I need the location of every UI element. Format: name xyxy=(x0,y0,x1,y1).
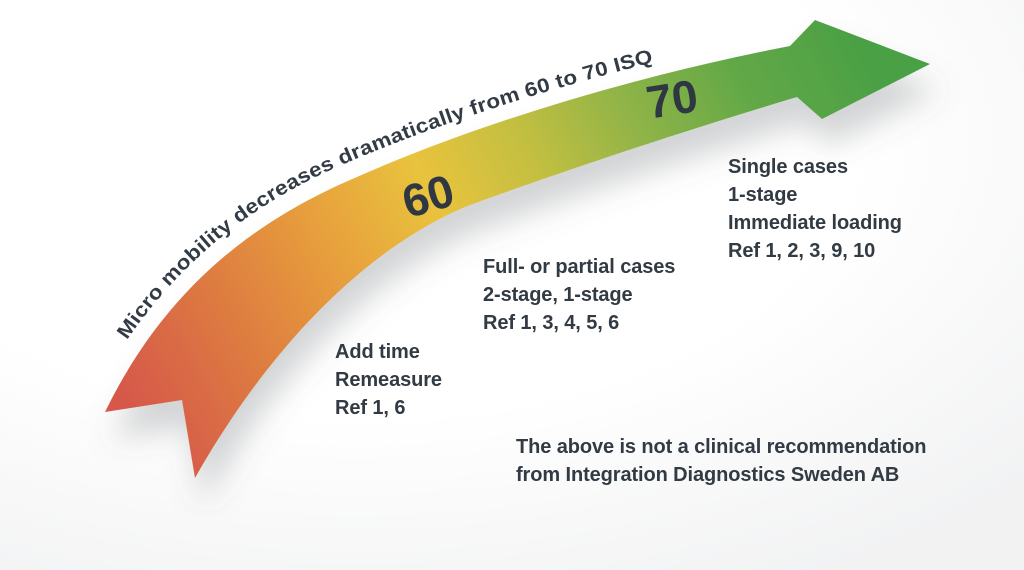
annotation-line: Add time xyxy=(335,341,420,363)
annotation-line: 2-stage, 1-stage xyxy=(483,284,633,306)
annotation-line: Ref 1, 2, 3, 9, 10 xyxy=(728,240,876,262)
annotation-line: 1-stage xyxy=(728,184,798,206)
disclaimer-line: The above is not a clinical recommendati… xyxy=(516,436,927,458)
annotation-line: Remeasure xyxy=(335,369,442,391)
annotation-line: Single cases xyxy=(728,156,848,178)
annotation-add-time: Add time Remeasure Ref 1, 6 xyxy=(335,338,442,422)
annotation-line: Immediate loading xyxy=(728,212,902,234)
disclaimer-line: from Integration Diagnostics Sweden AB xyxy=(516,464,900,486)
annotation-full-or-partial: Full- or partial cases 2-stage, 1-stage … xyxy=(483,253,675,337)
disclaimer: The above is not a clinical recommendati… xyxy=(516,433,926,489)
annotation-line: Ref 1, 6 xyxy=(335,397,406,419)
annotation-single-cases: Single cases 1-stage Immediate loading R… xyxy=(728,153,902,265)
isq-70-marker: 70 xyxy=(643,69,702,128)
gradient-arrow xyxy=(105,20,930,478)
annotation-line: Ref 1, 3, 4, 5, 6 xyxy=(483,312,620,334)
annotation-line: Full- or partial cases xyxy=(483,256,676,278)
